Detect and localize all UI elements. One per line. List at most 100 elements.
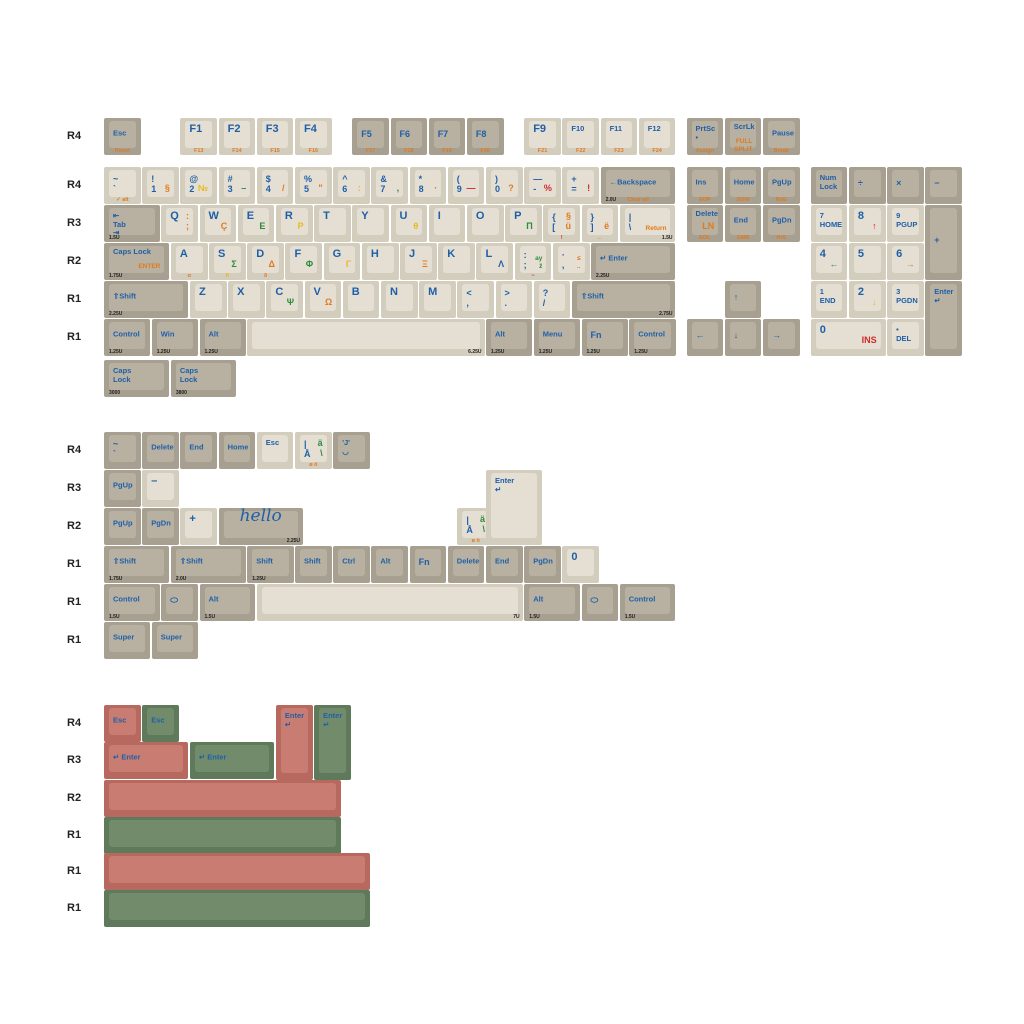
keycap[interactable]: 5 — [848, 243, 886, 280]
keycap[interactable]: < , — [457, 281, 495, 318]
keycap[interactable]: ← — [686, 319, 724, 356]
keycap[interactable]: ÷ — [848, 167, 886, 204]
keycap[interactable]: Delete — [447, 546, 485, 583]
keycap[interactable]: → — [762, 319, 800, 356]
keycap[interactable]: 'J' ◡ — [333, 432, 370, 469]
keycap[interactable] — [104, 817, 342, 854]
keycap[interactable]: 1 END — [810, 281, 848, 318]
keycap[interactable]: PgDn — [142, 508, 179, 545]
keycap[interactable]: Alt — [371, 546, 409, 583]
keycap[interactable]: Enter ↵ — [925, 281, 962, 356]
keycap[interactable]: ~ `✓ alt — [104, 167, 141, 204]
keycap[interactable]: Esc — [256, 432, 294, 469]
keycap[interactable]: & 7, — [371, 167, 409, 204]
keycap[interactable]: End — [180, 432, 218, 469]
keycap[interactable]: PgUp — [104, 470, 141, 507]
keycap[interactable]: ) 0? — [486, 167, 523, 204]
keycap[interactable]: O — [466, 205, 504, 242]
keycap[interactable]: 4← — [810, 243, 848, 280]
keycap[interactable]: Esc — [142, 705, 179, 742]
keycap[interactable]: – — [142, 470, 179, 507]
keycap[interactable]: Fn — [409, 546, 447, 583]
keycap[interactable]: 7 HOME — [810, 205, 848, 242]
keycap[interactable]: Enter ↵ — [486, 470, 542, 545]
keycap[interactable]: − — [925, 167, 962, 204]
keycap[interactable]: End — [486, 546, 523, 583]
keycap[interactable]: + =! — [562, 167, 600, 204]
keycap[interactable]: 2↓ — [848, 281, 886, 318]
keycap[interactable]: Home — [218, 432, 256, 469]
keycap[interactable]: T — [314, 205, 351, 242]
keycap[interactable]: Delete — [142, 432, 179, 469]
keycap[interactable]: ! 1§ — [142, 167, 179, 204]
keycap[interactable]: I — [428, 205, 466, 242]
keycap[interactable]: ↵ Enter — [189, 742, 275, 779]
keycap[interactable]: K — [438, 243, 475, 280]
keycap[interactable]: * 8· — [409, 167, 447, 204]
keycap[interactable] — [104, 780, 342, 817]
keycap[interactable]: PgUp — [104, 508, 141, 545]
keycap[interactable]: • DEL — [887, 319, 924, 356]
keycap[interactable]: PgDn — [524, 546, 561, 583]
keycap[interactable]: 0 — [562, 546, 600, 583]
keycap[interactable]: ( 9— — [447, 167, 485, 204]
keycap[interactable]: ↓ — [724, 319, 762, 356]
keycap[interactable]: ↵ Enter — [104, 742, 189, 779]
keycap[interactable]: : ;ay ž~ — [514, 243, 552, 280]
keycap[interactable]: · ,≤ .. — [552, 243, 590, 280]
keycap[interactable]: 7U — [256, 584, 523, 621]
keycap[interactable]: Ctrl — [333, 546, 370, 583]
keycap[interactable]: Enter ↵ — [275, 705, 313, 780]
keycap[interactable]: Esc — [104, 705, 141, 742]
keycap[interactable]: Super — [104, 622, 151, 659]
keycap[interactable]: ⬭ — [161, 584, 198, 621]
keycap[interactable]: 8↑ — [848, 205, 886, 242]
keycap[interactable]: $ 4/ — [256, 167, 294, 204]
keycap[interactable]: Num Lock — [810, 167, 848, 204]
keycap[interactable]: Z — [189, 281, 227, 318]
keycap[interactable]: ^ 6: — [333, 167, 370, 204]
keycap[interactable]: × — [887, 167, 924, 204]
keycap[interactable]: % 5" — [295, 167, 332, 204]
